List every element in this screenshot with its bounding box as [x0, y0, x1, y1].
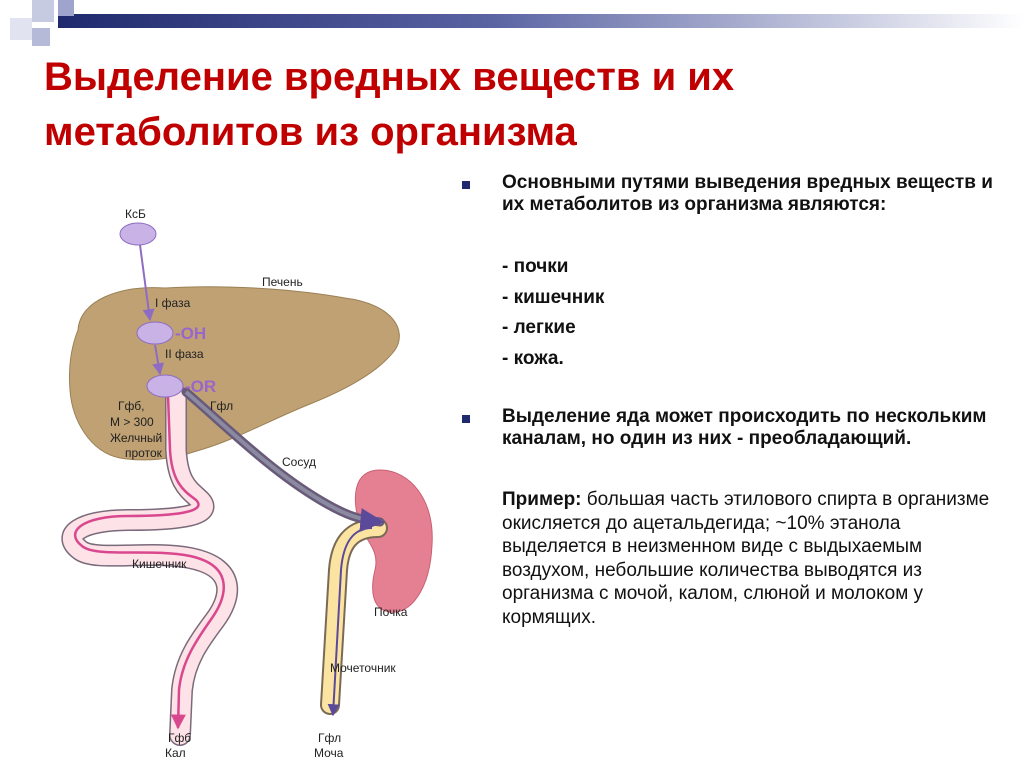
title-line-1: Выделение вредных веществ и их — [44, 55, 735, 99]
gfb-label: Гфб, — [118, 399, 144, 413]
phase1-label: I фаза — [155, 296, 191, 310]
bullet-square-icon — [462, 415, 470, 423]
phase-arrow-1 — [139, 244, 155, 322]
ksb-compound — [119, 222, 157, 246]
excretion-diagram: КсБ Печень I фаза -OH II фаза -OR Гфб, M… — [61, 207, 433, 760]
top-decor-bar — [10, 0, 1024, 46]
route-item: - кишечник — [502, 286, 605, 308]
bile-duct-label-2: проток — [125, 446, 163, 460]
intestine-label: Кишечник — [132, 557, 187, 571]
phase2-label: II фаза — [165, 347, 204, 361]
bullet-1-text: Основными путями выведения вредных вещес… — [502, 172, 993, 215]
intestine-flow-arrow — [74, 394, 225, 730]
m300-label: M > 300 — [110, 415, 154, 429]
gfb-bottom-label: Гфб — [168, 731, 191, 745]
ureter-label: Мочеточник — [330, 661, 396, 675]
ksb-label: КсБ — [125, 207, 146, 221]
example-text: большая часть этилового спирта в организ… — [502, 489, 990, 628]
excretion-routes-list: - почки - кишечник - легкие - кожа. — [502, 256, 604, 378]
gfl-bottom-label: Гфл — [318, 731, 341, 745]
feces-label: Кал — [165, 746, 186, 760]
phase-arrow-2 — [152, 344, 165, 376]
vessel-flow-arrow — [184, 390, 385, 532]
slide-title: Выделение вредных веществ и их метаболит… — [44, 50, 984, 160]
bile-duct-label-1: Желчный — [110, 431, 162, 445]
vessel-label: Сосуд — [282, 455, 316, 469]
kidney-shape — [355, 469, 433, 613]
route-item: - кожа. — [502, 347, 564, 369]
kidney-label: Почка — [374, 605, 408, 619]
bullet-square-icon — [462, 181, 470, 189]
urine-label: Моча — [314, 746, 344, 760]
title-line-2: метаболитов из организма — [44, 110, 577, 154]
or-compound — [146, 374, 184, 398]
example-paragraph: Пример: большая часть этилового спирта в… — [502, 488, 1002, 630]
oh-compound — [136, 321, 174, 345]
bullet-2-text: Выделение яда может происходить по неско… — [502, 406, 987, 449]
or-label: -OR — [185, 377, 216, 396]
gfl-top-label: Гфл — [210, 399, 233, 413]
route-item: - легкие — [502, 317, 576, 338]
example-label: Пример: — [502, 489, 582, 510]
oh-label: -OH — [175, 324, 206, 343]
liver-label: Печень — [262, 275, 303, 289]
route-item: - почки — [502, 256, 569, 277]
